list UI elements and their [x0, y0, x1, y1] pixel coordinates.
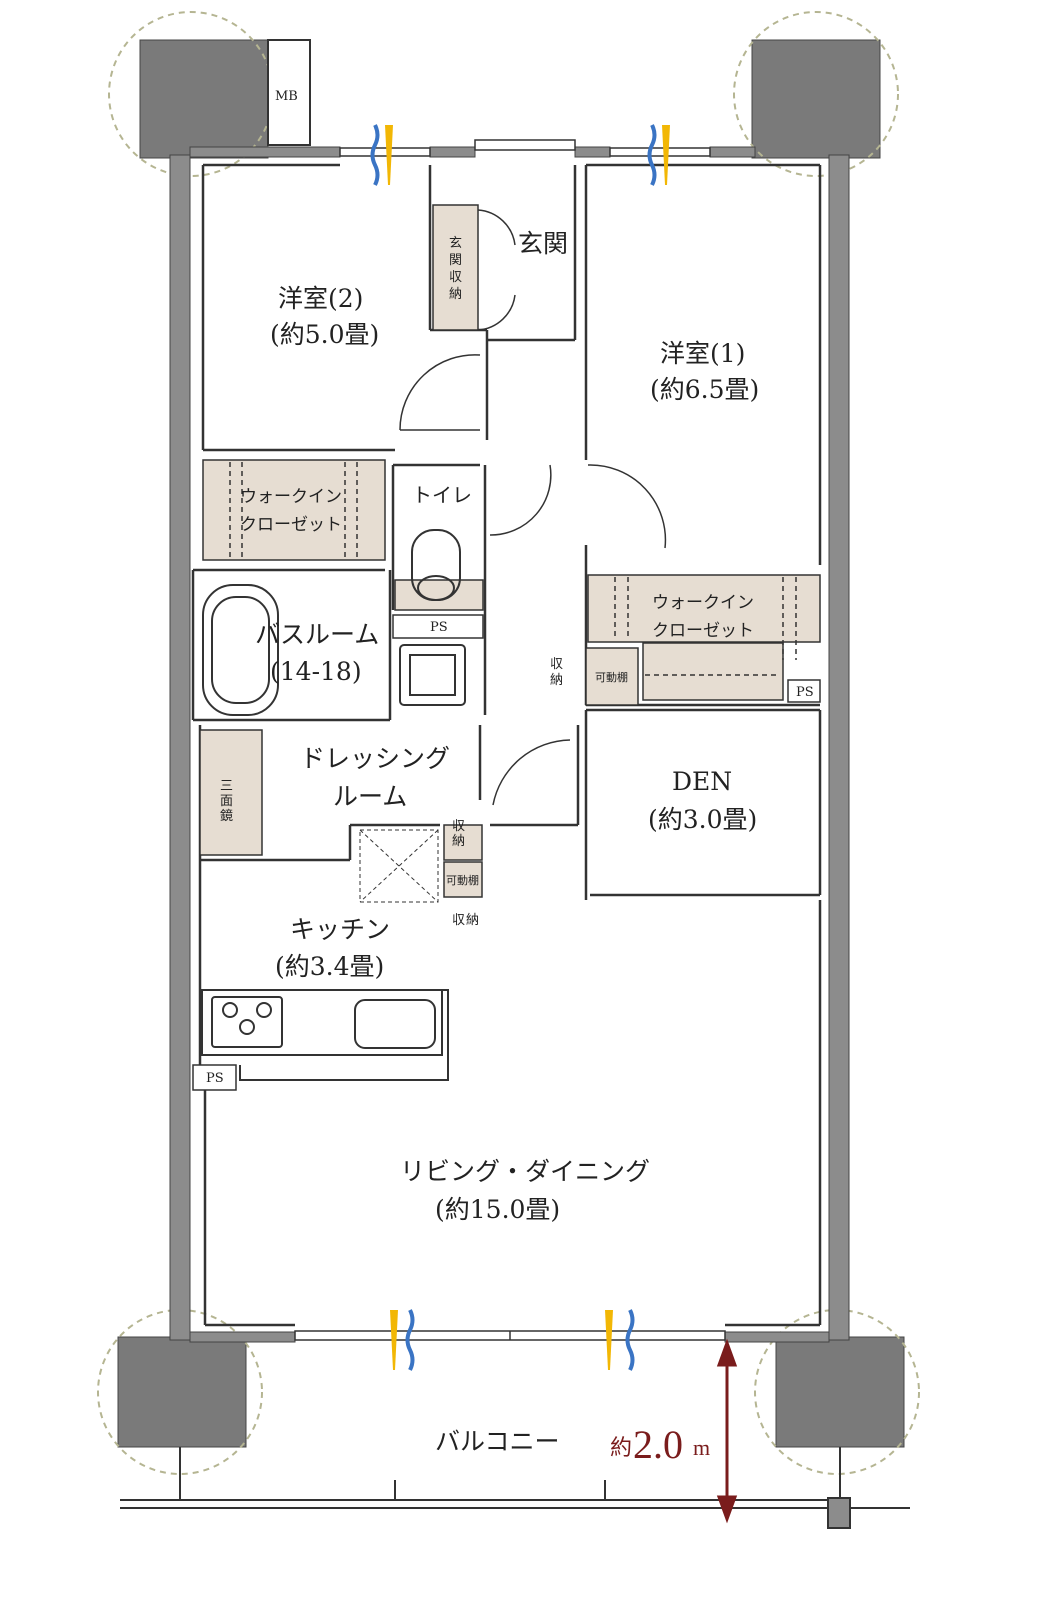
- top-windows: [339, 139, 711, 157]
- bottom-window: [294, 1330, 726, 1341]
- ps-toilet: PS: [392, 614, 484, 639]
- dimension-unit: m: [693, 1435, 710, 1460]
- wic-right: [587, 574, 821, 643]
- storage-labels: 収 納 可動棚 収 納 可動棚 収 納: [446, 657, 628, 928]
- kitchen-size: (約3.4畳): [275, 952, 384, 981]
- storage-char-a2: 納: [550, 673, 563, 688]
- mirror-char-3: 鏡: [220, 809, 233, 824]
- entrance-storage-char-1: 玄: [449, 236, 462, 251]
- shelf-right: [585, 647, 639, 706]
- ps-kitchen: PS: [192, 1064, 237, 1091]
- movable-shelf-corridor: 可動棚: [446, 873, 479, 887]
- column-top-left: [139, 39, 269, 159]
- column-bottom-left: [117, 1336, 247, 1448]
- entrance-label: 玄関: [518, 229, 568, 258]
- entrance-storage-char-2: 関: [449, 253, 462, 268]
- wic-left-line1: ウォークイン: [240, 487, 342, 507]
- outer-walls: [169, 146, 850, 1343]
- ps-toilet-label: PS: [430, 620, 448, 635]
- storage-dressing: [199, 729, 263, 856]
- entrance-storage-char-3: 収: [449, 270, 462, 285]
- ps-right: PS: [787, 679, 821, 703]
- ps-kitchen-label: PS: [206, 1071, 224, 1086]
- toilet-counter: [394, 579, 484, 611]
- dimension-value: 2.0: [633, 1422, 683, 1467]
- bathtub-icon: [202, 584, 279, 716]
- balcony-label: バルコニー: [435, 1427, 560, 1456]
- bathroom-size: (14-18): [270, 657, 362, 686]
- wic-left: [202, 459, 386, 561]
- mirror-char-2: 面: [220, 794, 233, 809]
- living-name: リビング・ダイニング: [400, 1157, 650, 1186]
- dressing-line1: ドレッシング: [300, 744, 450, 773]
- ps-right-label: PS: [796, 685, 814, 700]
- balcony-railing: [120, 1447, 910, 1529]
- room-labels: 洋室(2) (約5.0畳) 洋室(1) (約6.5畳) 玄関 玄 関 収 納 ウ…: [220, 229, 759, 1456]
- movable-shelf-right: 可動棚: [595, 670, 628, 684]
- washer-pan-icon: [399, 644, 466, 706]
- toilet-icon: [411, 529, 461, 601]
- airflow-arrows: [370, 124, 670, 1371]
- storage-areas: [199, 204, 821, 898]
- storage-corridor-1: [443, 824, 483, 861]
- mb-label: MB: [275, 89, 298, 104]
- door-swings: [399, 209, 667, 806]
- wic-right-shelf: [642, 642, 784, 701]
- entrance-storage-char-4: 納: [449, 287, 462, 302]
- western2-size: (約5.0畳): [270, 320, 379, 349]
- storage-char-a1: 収: [550, 657, 563, 672]
- storage-char-c2: 納: [466, 913, 479, 928]
- balcony-depth-label: 約 2.0 m: [610, 1422, 710, 1467]
- fridge-space: [359, 829, 439, 903]
- toilet-label: トイレ: [412, 483, 472, 507]
- bathroom-name: バスルーム: [255, 620, 379, 649]
- den-size: (約3.0畳): [648, 805, 757, 834]
- column-top-right: [751, 39, 881, 159]
- entrance-storage: [432, 204, 479, 331]
- dimension-prefix: 約: [610, 1435, 632, 1460]
- western2-name: 洋室(2): [278, 284, 363, 313]
- wic-left-line2: クローゼット: [240, 515, 342, 535]
- mirror-char-1: 三: [220, 779, 233, 794]
- storage-char-b2: 納: [452, 834, 465, 849]
- western1-name: 洋室(1): [660, 339, 745, 368]
- dressing-line2: ルーム: [333, 782, 407, 811]
- kitchen-counter: [201, 989, 449, 1081]
- storage-char-b1: 収: [452, 819, 465, 834]
- storage-corridor-2: [443, 861, 483, 898]
- column-bottom-right: [775, 1336, 905, 1448]
- wic-right-line2: クローゼット: [652, 621, 754, 641]
- wic-right-line1: ウォークイン: [652, 593, 754, 613]
- mb-box: MB: [267, 39, 311, 146]
- living-size: (約15.0畳): [435, 1195, 560, 1224]
- wic-dashes: [229, 462, 797, 676]
- western1-size: (約6.5畳): [650, 375, 759, 404]
- balcony-depth-arrow: [716, 1338, 738, 1524]
- kitchen-name: キッチン: [290, 915, 390, 944]
- den-name: DEN: [672, 767, 732, 796]
- storage-char-c1: 収: [452, 913, 465, 928]
